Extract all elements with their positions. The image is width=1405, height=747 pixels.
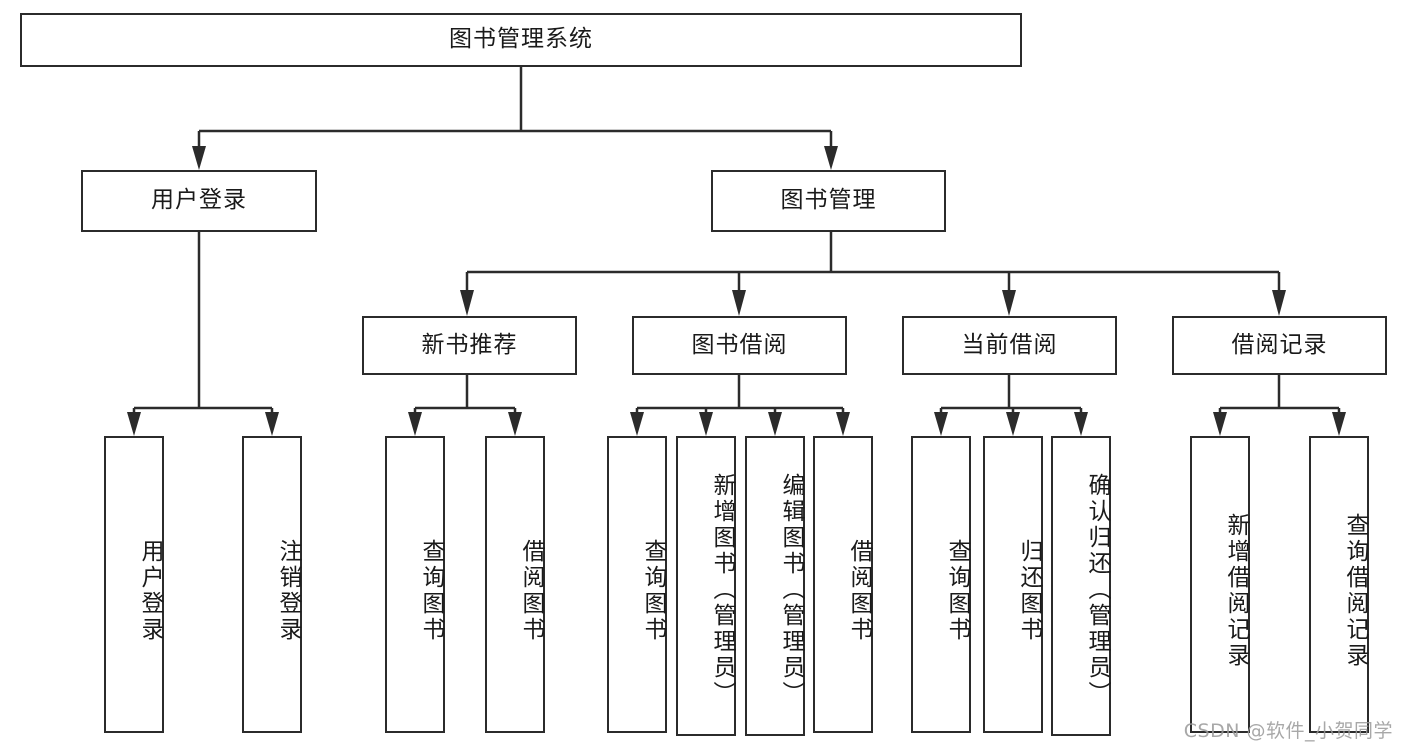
arrow-head-leaf-query-book-1 — [408, 412, 422, 436]
arrow-head-leaf-logout — [265, 412, 279, 436]
arrow-head-user-login — [192, 146, 206, 170]
leaf-return-book[interactable]: 归还图书 — [983, 436, 1043, 733]
leaf-edit-book-admin[interactable]: 编辑图书（管理员） — [745, 436, 805, 736]
leaf-borrow-book-recommend[interactable]: 借阅图书 — [485, 436, 545, 733]
arrow-head-current-borrow — [1002, 290, 1016, 316]
arrow-head-leaf-add-book — [699, 412, 713, 436]
leaf-query-borrow-record[interactable]: 查询借阅记录 — [1309, 436, 1369, 733]
leaf-user-login-label: 用户登录 — [137, 538, 163, 643]
arrow-head-leaf-user-login — [127, 412, 141, 436]
arrow-head-leaf-borrow-book-1 — [508, 412, 522, 436]
arrow-head-new-book-rec — [460, 290, 474, 316]
arrow-head-leaf-confirm-return — [1074, 412, 1088, 436]
leaf-add-borrow-record[interactable]: 新增借阅记录 — [1190, 436, 1250, 733]
arrow-head-leaf-edit-book — [768, 412, 782, 436]
node-user-login-label: 用户登录 — [151, 187, 247, 214]
node-borrow-record-label: 借阅记录 — [1231, 331, 1328, 358]
watermark-text: CSDN @软件_小贺同学 — [1183, 720, 1393, 742]
leaf-edit-book-admin-label: 编辑图书（管理员） — [778, 473, 804, 707]
arrow-head-leaf-return-book — [1006, 412, 1020, 436]
leaf-confirm-return-admin-label: 确认归还（管理员） — [1084, 473, 1110, 707]
arrow-head-leaf-borrow-book-2 — [836, 412, 850, 436]
leaf-borrow-book-borrow-label: 借阅图书 — [846, 538, 872, 643]
arrow-head-leaf-query-book-2 — [630, 412, 644, 436]
node-book-borrow[interactable]: 图书借阅 — [632, 316, 847, 375]
leaf-logout-label: 注销登录 — [275, 538, 301, 643]
leaf-add-borrow-record-label: 新增借阅记录 — [1223, 512, 1249, 669]
node-user-login[interactable]: 用户登录 — [81, 170, 317, 232]
leaf-borrow-book-borrow[interactable]: 借阅图书 — [813, 436, 873, 733]
leaf-query-book-borrow-label: 查询图书 — [640, 538, 666, 643]
leaf-query-book-recommend[interactable]: 查询图书 — [385, 436, 445, 733]
arrow-head-leaf-query-book-3 — [934, 412, 948, 436]
leaf-confirm-return-admin[interactable]: 确认归还（管理员） — [1051, 436, 1111, 736]
node-book-management[interactable]: 图书管理 — [711, 170, 946, 232]
leaf-add-book-admin-label: 新增图书（管理员） — [709, 473, 735, 707]
node-new-book-recommend-label: 新书推荐 — [421, 331, 518, 358]
node-current-borrow[interactable]: 当前借阅 — [902, 316, 1117, 375]
node-book-borrow-label: 图书借阅 — [691, 331, 788, 358]
node-current-borrow-label: 当前借阅 — [961, 331, 1058, 358]
node-root[interactable]: 图书管理系统 — [20, 13, 1022, 67]
leaf-borrow-book-recommend-label: 借阅图书 — [518, 538, 544, 643]
leaf-query-borrow-record-label: 查询借阅记录 — [1342, 512, 1368, 669]
leaf-logout[interactable]: 注销登录 — [242, 436, 302, 733]
node-root-label: 图书管理系统 — [449, 26, 593, 53]
leaf-query-book-current[interactable]: 查询图书 — [911, 436, 971, 733]
arrow-head-borrow-record — [1272, 290, 1286, 316]
arrow-head-leaf-add-record — [1213, 412, 1227, 436]
leaf-user-login[interactable]: 用户登录 — [104, 436, 164, 733]
node-book-management-label: 图书管理 — [780, 187, 877, 214]
leaf-query-book-borrow[interactable]: 查询图书 — [607, 436, 667, 733]
node-borrow-record[interactable]: 借阅记录 — [1172, 316, 1387, 375]
arrow-head-leaf-query-record — [1332, 412, 1346, 436]
node-new-book-recommend[interactable]: 新书推荐 — [362, 316, 577, 375]
leaf-return-book-label: 归还图书 — [1016, 538, 1042, 643]
leaf-query-book-recommend-label: 查询图书 — [418, 538, 444, 643]
arrow-head-book-manage — [824, 146, 838, 170]
leaf-query-book-current-label: 查询图书 — [944, 538, 970, 643]
leaf-add-book-admin[interactable]: 新增图书（管理员） — [676, 436, 736, 736]
arrow-head-book-borrow — [732, 290, 746, 316]
